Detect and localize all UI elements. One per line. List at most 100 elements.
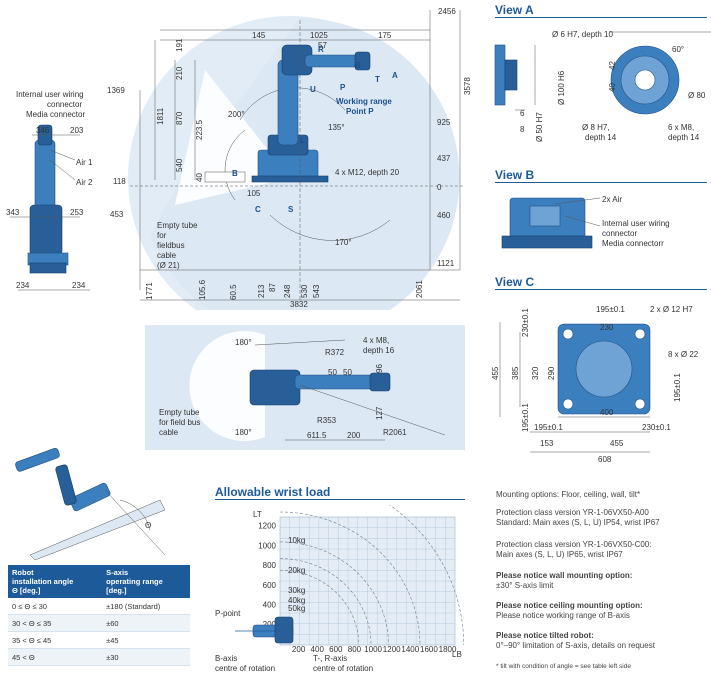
load-curve-label: 50kg [288, 604, 305, 613]
load-curve [279, 569, 360, 646]
point-p-marker: P [340, 83, 346, 92]
axis-u-label: U [310, 85, 316, 94]
y-tick-label: 1200 [258, 522, 276, 531]
dim-346: 346 [36, 126, 50, 135]
dim-1025: 1025 [310, 31, 328, 40]
y-tick-label: 200 [263, 620, 277, 629]
robot-top-view [249, 369, 391, 406]
view-a-m8-2: depth 14 [668, 133, 700, 142]
dim-543: 543 [312, 284, 321, 298]
tilted-mount-surface [29, 499, 166, 560]
flange-side [494, 44, 518, 106]
top-tube-note-2: for field bus [159, 418, 200, 427]
arrow-c-label: C [255, 205, 261, 214]
y-tick-label: 1000 [258, 541, 276, 550]
view-b-air: 2x Air [602, 195, 622, 204]
top-holes-label-1: 4 x M8, [363, 336, 389, 345]
tube-note-3: fieldbus [157, 241, 185, 250]
side-view-drawing: Internal user wiring connector Media con… [6, 90, 93, 291]
load-curve [279, 511, 421, 646]
robot-base-bottom [557, 323, 651, 415]
view-c-d455b: 455 [610, 439, 624, 448]
load-curve [279, 558, 372, 646]
dim-248: 248 [283, 284, 292, 298]
table-row: 35 < Θ ≤ 45±45 [8, 631, 190, 649]
view-a-d6h7: Ø 6 H7, depth 10 [552, 30, 613, 39]
dim-1811: 1811 [156, 107, 165, 125]
x-tick-label: 1200 [383, 645, 401, 654]
load-curve [389, 505, 465, 646]
view-a-d50: Ø 50 H7 [535, 112, 544, 142]
view-c-d290: 290 [547, 366, 556, 380]
y-tick-label: 600 [263, 581, 277, 590]
dim-437: 437 [437, 154, 451, 163]
mounting-options: Mounting options: Floor, ceiling, wall, … [496, 490, 641, 499]
dim-870: 870 [175, 111, 184, 125]
x-tick-label: 200 [292, 645, 306, 654]
table-row: 0 ≤ Θ ≤ 30±180 (Standard) [8, 598, 190, 615]
view-a-d8: 8 [520, 125, 525, 134]
p-point-label: P-point [215, 609, 241, 618]
b-axis-label-2: centre of rotation [215, 664, 275, 673]
dim-145: 145 [252, 31, 266, 40]
view-b-wiring-3: Media connectorr [602, 239, 664, 248]
dim-127: 127 [375, 406, 384, 420]
x-tick-label: 1400 [401, 645, 419, 654]
view-c-d195b: 195±0.1 [673, 373, 682, 402]
axis-l-label: L [300, 136, 305, 145]
dim-87: 87 [268, 283, 277, 292]
top-view-drawing: 4 x M8, depth 16 R372 R353 R2061 50 50 9… [145, 325, 465, 450]
col-installation-angle: Robot installation angle Θ [deg.] [8, 565, 103, 598]
tilted-install-drawing: Θ [15, 447, 166, 560]
dim-234-right: 234 [72, 281, 86, 290]
robot-small-side [27, 124, 69, 274]
dim-3578: 3578 [463, 77, 472, 95]
dim-611-5: 611.5 [307, 431, 327, 440]
dim-253: 253 [70, 208, 84, 217]
dim-0: 0 [437, 183, 442, 192]
tube-note-1: Empty tube [157, 221, 198, 230]
dim-r353: R353 [317, 416, 337, 425]
view-c-d195a: 195±0.1 [596, 305, 625, 314]
view-b-drawing: 2x Air Internal user wiring connector Me… [501, 195, 670, 249]
dim-r2061: R2061 [383, 428, 407, 437]
b-axis-label-1: B-axis [215, 654, 237, 663]
dim-203: 203 [70, 126, 84, 135]
dim-530: 530 [300, 284, 309, 298]
wrist-y-unit: LT [253, 510, 262, 519]
ceiling-mounting-note: Please notice ceiling mounting option: P… [496, 601, 643, 620]
view-c-d230c: 230±0.1 [642, 423, 671, 432]
angle-135: 135° [328, 123, 345, 132]
dim-3832: 3832 [290, 300, 308, 309]
robot-base-back [501, 197, 593, 249]
dim-57: 57 [318, 41, 327, 50]
arrow-b-label: B [232, 169, 238, 178]
axis-t-label: T [375, 75, 380, 84]
view-c-d230b: 230 [600, 323, 614, 332]
view-c-d385: 385 [511, 366, 520, 380]
angle-200: 200° [228, 110, 245, 119]
view-c-d230a: 230±0.1 [521, 308, 530, 337]
dim-200: 200 [347, 431, 361, 440]
dim-96: 96 [375, 364, 384, 373]
working-range-label: Working range [336, 97, 392, 106]
dim-234-left: 234 [16, 281, 30, 290]
view-a-d6: 6 [520, 109, 525, 118]
table-row: 45 < Θ±30 [8, 648, 190, 666]
view-a-m8-1: 6 x M8, [668, 123, 694, 132]
dim-60-5: 60.5 [229, 284, 238, 300]
x-tick-label: 400 [311, 645, 325, 654]
theta-label: Θ [145, 521, 151, 530]
air2-label: Air 2 [76, 178, 93, 187]
flange-front [610, 45, 680, 115]
view-a-d42: 42 [608, 61, 617, 70]
robot-tilted [15, 447, 111, 512]
x-tick-label: 600 [329, 645, 343, 654]
main-working-range-drawing: 145 1025 175 2456 57 191 210 1811 870 22… [107, 7, 472, 310]
dim-105-6: 105.6 [198, 279, 207, 300]
view-c-drawing: 195±0.1 230±0.1 230 2 x Ø 12 H7 8 x Ø 22… [491, 305, 699, 464]
point-p-label: Point P [346, 107, 374, 116]
dim-213: 213 [257, 284, 266, 298]
